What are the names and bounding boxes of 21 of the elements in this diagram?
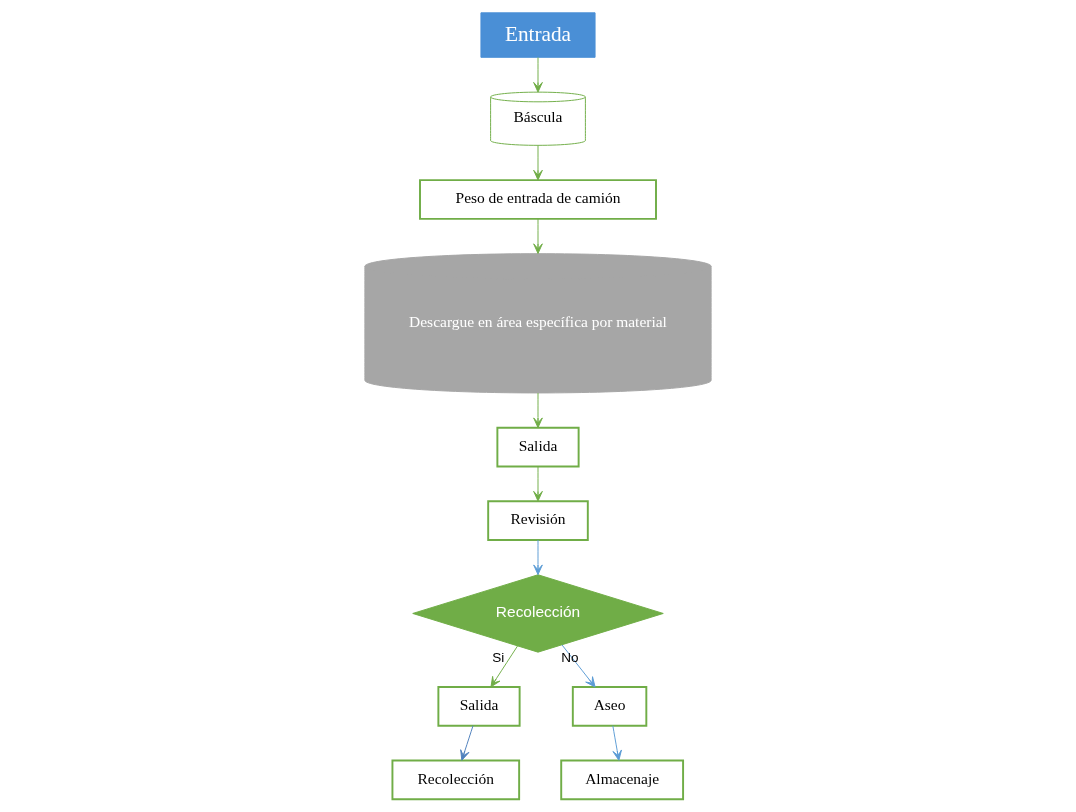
- arrow: [533, 145, 543, 181]
- arrow: [533, 539, 543, 576]
- edge-label: Si: [492, 650, 505, 666]
- node-diamond: Recolección: [412, 574, 664, 653]
- arrow: [533, 466, 543, 502]
- node-box: Aseo: [571, 686, 648, 727]
- node-box: Almacenaje: [560, 759, 685, 801]
- node-box: Revisión: [487, 500, 589, 541]
- node-box: Entrada: [480, 12, 596, 58]
- arrow: [533, 218, 543, 254]
- edge-label: No: [561, 650, 579, 666]
- arrow: [533, 57, 543, 93]
- arrow: [460, 725, 474, 761]
- arrow: [533, 392, 543, 429]
- node-box: Recolección: [391, 759, 521, 801]
- node-box: Salida: [437, 686, 521, 727]
- arrow: [490, 645, 518, 688]
- node-box: Peso de entrada de camión: [419, 179, 657, 220]
- arrow: [612, 725, 622, 761]
- arrow: [561, 644, 596, 688]
- node-box: Salida: [496, 426, 580, 468]
